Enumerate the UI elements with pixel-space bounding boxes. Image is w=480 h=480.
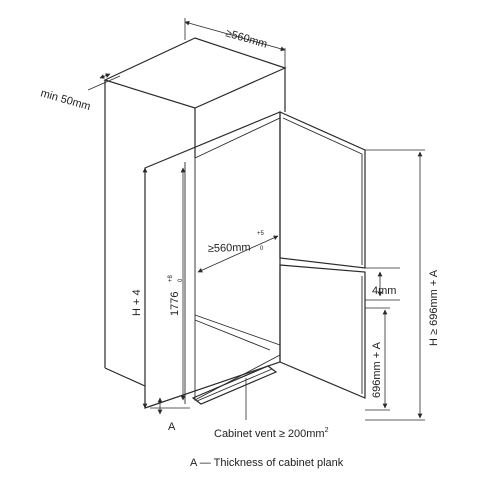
appliance-opening <box>194 117 281 401</box>
appliance <box>144 111 281 409</box>
legend-text: A — Thickness of cabinet plank <box>190 457 344 469</box>
cabinet-bottom-edge <box>104 367 146 387</box>
vent-text: Cabinet vent ≥ 200mm <box>214 428 325 440</box>
dim-min-gap: min 50mm <box>39 73 121 113</box>
label-niche-tol-bottom: 0 <box>178 278 184 282</box>
dim-niche-height: 1776 +8 0 <box>168 167 186 401</box>
dim-door-total: H ≥ 696mm + A <box>365 149 440 421</box>
label-vent: Cabinet vent ≥ 200mm2 <box>214 427 329 440</box>
label-height-plus: H + 4 <box>131 289 143 316</box>
label-inner-width: ≥560mm <box>208 242 251 255</box>
dim-gap-4: 4mm <box>365 267 400 301</box>
upper-door <box>279 111 366 269</box>
shelf-line <box>194 314 281 346</box>
label-inner-width-tol-bottom: 0 <box>260 246 264 252</box>
dim-inner-width: ≥560mm +5 0 <box>197 231 279 273</box>
appliance-front-frame <box>144 111 281 409</box>
vent-sup: 2 <box>325 427 329 434</box>
label-inner-width-tol-top: +5 <box>257 231 265 237</box>
label-door-total: H ≥ 696mm + A <box>428 269 440 346</box>
shelf-line-2 <box>194 319 271 351</box>
dim-height-plus: H + 4 <box>131 167 148 409</box>
vent-slot <box>196 368 273 402</box>
dim-plank: A <box>150 397 190 433</box>
dim-lower-door: 696mm + A <box>365 307 390 411</box>
label-niche-tol-top: +8 <box>168 274 174 282</box>
label-gap-4: 4mm <box>372 285 396 297</box>
dim-cabinet-width: ≥560mm <box>184 18 286 68</box>
upper-door-inner-top <box>282 117 363 155</box>
label-cabinet-width: ≥560mm <box>224 27 268 50</box>
label-min-gap: min 50mm <box>39 87 92 113</box>
label-niche-height: 1776 <box>169 292 181 316</box>
doors <box>279 111 366 399</box>
label-lower-door: 696mm + A <box>371 341 383 398</box>
callout-vent: Cabinet vent ≥ 200mm2 <box>214 378 329 440</box>
lower-door <box>279 264 366 399</box>
vent-grille <box>191 365 278 405</box>
label-plank-letter: A <box>168 421 176 433</box>
